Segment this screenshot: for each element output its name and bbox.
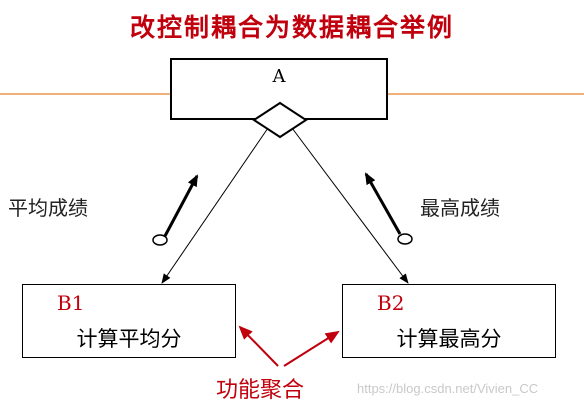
red-arrow-to-b1 xyxy=(238,325,279,367)
data-couple-arrow-right xyxy=(364,172,402,235)
couple-label-left: 平均成绩 xyxy=(8,196,88,220)
call-line-a-b1 xyxy=(161,127,269,284)
module-box-b1: B1 计算平均分 xyxy=(22,284,236,358)
module-b2-id: B2 xyxy=(377,291,405,315)
data-couple-circle-left xyxy=(152,234,168,246)
module-b1-id: B1 xyxy=(57,291,85,315)
diagram-title: 改控制耦合为数据耦合举例 xyxy=(129,13,454,42)
red-arrow-to-b2 xyxy=(283,330,340,367)
decision-diamond-icon xyxy=(252,101,308,139)
bottom-label: 功能聚合 xyxy=(215,378,304,403)
watermark-text: https://blog.csdn.net/Vivien_CC xyxy=(357,381,539,396)
module-b1-name: 计算平均分 xyxy=(76,327,182,351)
data-couple-arrow-left xyxy=(163,174,199,237)
couple-label-right: 最高成绩 xyxy=(420,196,500,220)
module-b2-name: 计算最高分 xyxy=(396,327,502,351)
data-couple-circle-right xyxy=(397,233,413,245)
module-a-label: A xyxy=(272,66,286,87)
module-box-b2: B2 计算最高分 xyxy=(342,284,556,358)
call-line-a-b2 xyxy=(291,127,409,284)
